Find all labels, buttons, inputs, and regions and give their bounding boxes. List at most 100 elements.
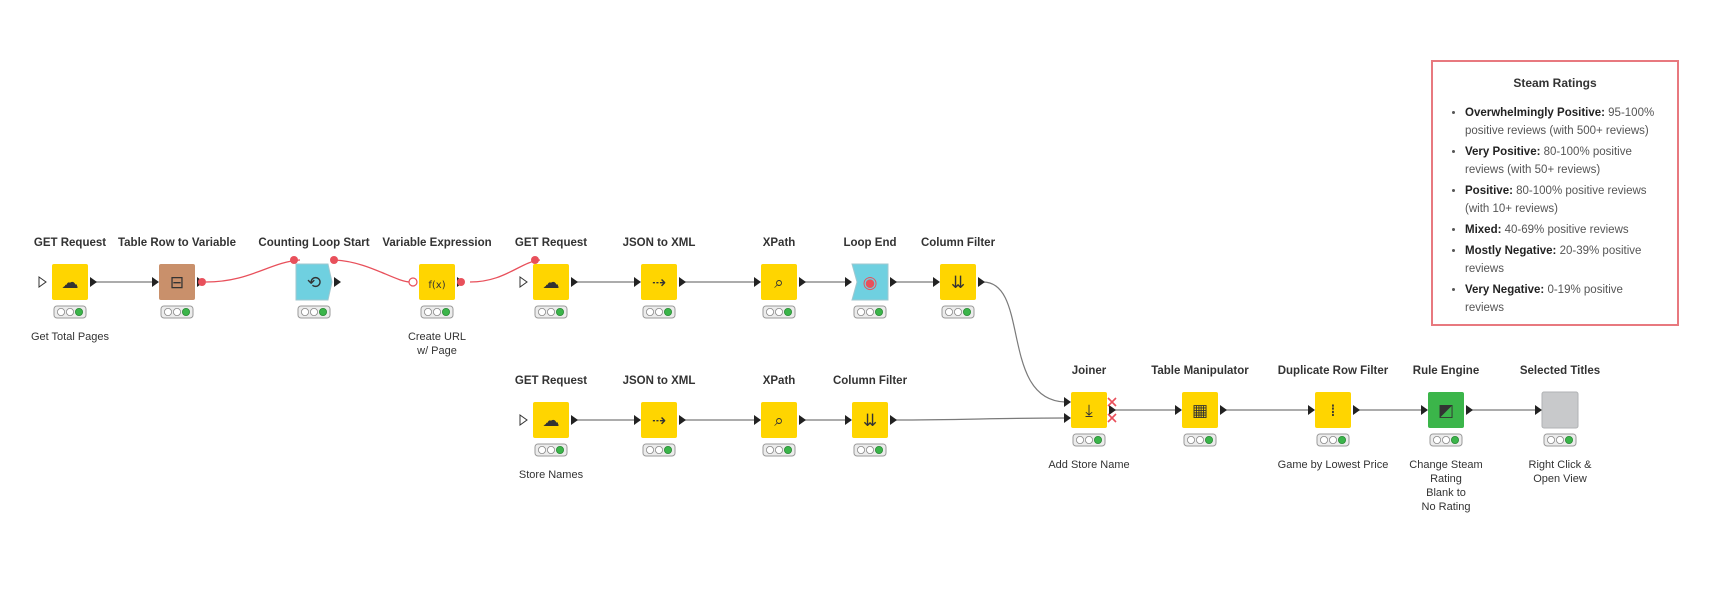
optional-input-port[interactable]	[519, 414, 528, 426]
node-duplicate-row-filter[interactable]: Duplicate Row Filter⁞Game by Lowest Pric…	[1278, 365, 1389, 471]
output-port[interactable]	[571, 415, 578, 425]
status-light	[866, 445, 875, 454]
node-get-request[interactable]: GET Request☁Store Names	[515, 375, 587, 481]
optional-input-port[interactable]	[38, 276, 47, 288]
variable-output-port[interactable]	[457, 278, 465, 286]
input-port[interactable]	[933, 277, 940, 287]
output-port[interactable]	[679, 415, 686, 425]
optional-input-port[interactable]	[519, 276, 528, 288]
input-port[interactable]	[1064, 413, 1071, 423]
node-table-row-to-variable[interactable]: Table Row to Variable⊟	[118, 237, 236, 319]
output-port[interactable]	[799, 277, 806, 287]
output-port[interactable]	[799, 415, 806, 425]
input-port[interactable]	[634, 415, 641, 425]
node-body[interactable]	[641, 402, 677, 438]
data-connection[interactable]	[894, 417, 1066, 421]
status-light-green	[784, 445, 793, 454]
function-icon: f(x)	[428, 280, 445, 291]
node-table-manipulator[interactable]: Table Manipulator▦	[1151, 365, 1249, 447]
node-body[interactable]	[295, 263, 333, 301]
node-body[interactable]	[1182, 392, 1218, 428]
node-body[interactable]	[1071, 392, 1107, 428]
output-port[interactable]	[679, 277, 686, 287]
output-port[interactable]	[90, 277, 97, 287]
node-column-filter[interactable]: Column Filter⇊	[833, 375, 908, 457]
node-body[interactable]	[533, 402, 569, 438]
output-port[interactable]	[1466, 405, 1473, 415]
node-title: Rule Engine	[1413, 365, 1479, 377]
variable-input-port[interactable]	[531, 256, 539, 264]
input-port[interactable]	[845, 415, 852, 425]
output-port[interactable]	[978, 277, 985, 287]
node-column-filter[interactable]: Column Filter⇊	[921, 237, 996, 319]
variable-input-port[interactable]	[408, 277, 418, 287]
inactive-port-icon	[1107, 397, 1117, 407]
node-body[interactable]	[419, 264, 455, 300]
node-loop-end[interactable]: Loop End◉	[843, 237, 897, 319]
legend-item-label: Mostly Negative:	[1465, 245, 1557, 257]
node-joiner[interactable]: Joiner⤓Add Store Name	[1048, 365, 1129, 471]
node-body[interactable]	[940, 264, 976, 300]
output-port[interactable]	[334, 277, 341, 287]
node-body[interactable]	[533, 264, 569, 300]
node-get-request[interactable]: GET Request☁Get Total Pages	[31, 237, 110, 343]
node-body[interactable]	[852, 402, 888, 438]
node-title: XPath	[763, 375, 796, 387]
output-port[interactable]	[571, 277, 578, 287]
node-body[interactable]	[761, 402, 797, 438]
variable-input-port[interactable]	[290, 256, 298, 264]
variable-connection[interactable]	[469, 259, 541, 283]
variable-output-port[interactable]	[330, 256, 338, 264]
output-port[interactable]	[890, 277, 897, 287]
variable-connection[interactable]	[334, 259, 412, 283]
input-port[interactable]	[1308, 405, 1315, 415]
status-light	[547, 445, 556, 454]
status-light	[1556, 435, 1565, 444]
input-port[interactable]	[634, 277, 641, 287]
input-port[interactable]	[1175, 405, 1182, 415]
node-json-to-xml[interactable]: JSON to XML⇢	[623, 375, 696, 457]
data-connection[interactable]	[982, 281, 1066, 403]
node-annotation: Get Total Pages	[31, 331, 110, 343]
input-port[interactable]	[754, 277, 761, 287]
variable-connection[interactable]	[205, 259, 301, 283]
node-body[interactable]	[1428, 392, 1464, 428]
node-annotation: w/ Page	[416, 345, 457, 357]
status-light-green	[318, 307, 327, 316]
input-port[interactable]	[1421, 405, 1428, 415]
node-body[interactable]	[1541, 391, 1579, 429]
variable-output-port[interactable]	[198, 278, 206, 286]
node-json-to-xml[interactable]: JSON to XML⇢	[623, 237, 696, 319]
input-port[interactable]	[1064, 397, 1071, 407]
node-annotation: Store Names	[519, 469, 584, 481]
node-body[interactable]	[1315, 392, 1351, 428]
status-light	[1076, 435, 1085, 444]
input-port[interactable]	[845, 277, 852, 287]
input-port[interactable]	[1535, 405, 1542, 415]
input-port[interactable]	[754, 415, 761, 425]
legend-item: Very Positive: 80-100% positive reviews …	[1465, 143, 1663, 179]
node-xpath[interactable]: XPath⌕	[754, 237, 806, 319]
input-port[interactable]	[152, 277, 159, 287]
output-port[interactable]	[1109, 405, 1116, 415]
output-port[interactable]	[1220, 405, 1227, 415]
node-body[interactable]	[159, 264, 195, 300]
json-to-xml-icon: ⇢	[652, 411, 666, 431]
node-body[interactable]	[641, 264, 677, 300]
node-get-request[interactable]: GET Request☁	[515, 237, 587, 319]
node-counting-loop-start[interactable]: Counting Loop Start⟲	[258, 237, 370, 319]
node-xpath[interactable]: XPath⌕	[754, 375, 806, 457]
status-light	[309, 307, 318, 316]
output-port[interactable]	[1353, 405, 1360, 415]
json-to-xml-icon: ⇢	[652, 273, 666, 293]
status-light	[57, 307, 66, 316]
node-body[interactable]	[761, 264, 797, 300]
node-body[interactable]	[52, 264, 88, 300]
output-port[interactable]	[890, 415, 897, 425]
node-body[interactable]	[851, 263, 889, 301]
